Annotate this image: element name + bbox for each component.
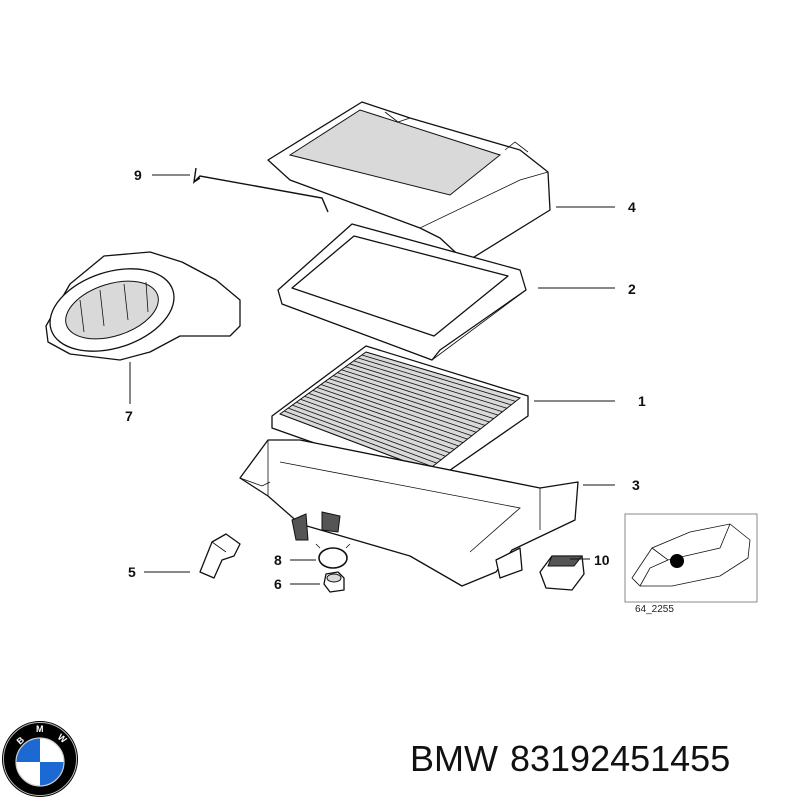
filter-pleat (292, 404, 442, 461)
filter-pleat (349, 363, 503, 413)
part-5-duct-elbow (199, 533, 241, 579)
filter-pleat (337, 372, 490, 423)
filter-pleat (333, 375, 486, 426)
filter-pleat (288, 407, 437, 464)
filter-pleat (300, 398, 451, 454)
filter-pleat (365, 351, 521, 399)
part-8-retaining-ring (315, 543, 351, 569)
part-4-housing-cover (267, 101, 551, 263)
part-10-plug (539, 555, 585, 591)
filter-pleat (312, 390, 464, 443)
reference-code: 64_2255 (635, 604, 674, 615)
callout-9: 9 (134, 167, 142, 183)
filter-pleat (324, 381, 477, 433)
part-number: 83192451455 (509, 738, 731, 779)
filter-pleat (304, 395, 455, 450)
vehicle-location-inset (624, 513, 758, 603)
callout-3: 3 (632, 477, 640, 493)
filter-pleat (320, 384, 472, 437)
filter-pleat (345, 366, 499, 416)
part-7-air-duct (45, 251, 241, 361)
svg-text:M: M (36, 724, 44, 734)
part-2-filter-frame (277, 223, 527, 361)
filter-pleat (357, 357, 512, 406)
filter-pleat (308, 392, 459, 447)
filter-pleat (329, 378, 481, 430)
callout-8: 8 (274, 552, 282, 568)
callout-6: 6 (274, 576, 282, 592)
filter-pleat (361, 354, 516, 402)
callout-4: 4 (628, 199, 636, 215)
filter-pleat (296, 401, 446, 457)
callout-1: 1 (638, 393, 646, 409)
filter-pleat (283, 410, 433, 467)
svg-text:B: B (15, 734, 27, 746)
brand-name: BMW (410, 738, 498, 779)
callout-10: 10 (594, 552, 610, 568)
callout-5: 5 (128, 564, 136, 580)
filter-pleat (341, 369, 494, 419)
part-6-nut (323, 571, 345, 593)
part-3-lower-housing (239, 439, 579, 587)
part-9-wire-clip (193, 167, 329, 213)
bmw-logo: B M W (2, 721, 78, 797)
part-number-caption: BMW 83192451455 (410, 738, 730, 780)
callout-7: 7 (125, 408, 133, 424)
callout-2: 2 (628, 281, 636, 297)
filter-pleat (316, 387, 468, 440)
filter-pleat (353, 360, 507, 409)
leader-lines (129, 174, 615, 585)
